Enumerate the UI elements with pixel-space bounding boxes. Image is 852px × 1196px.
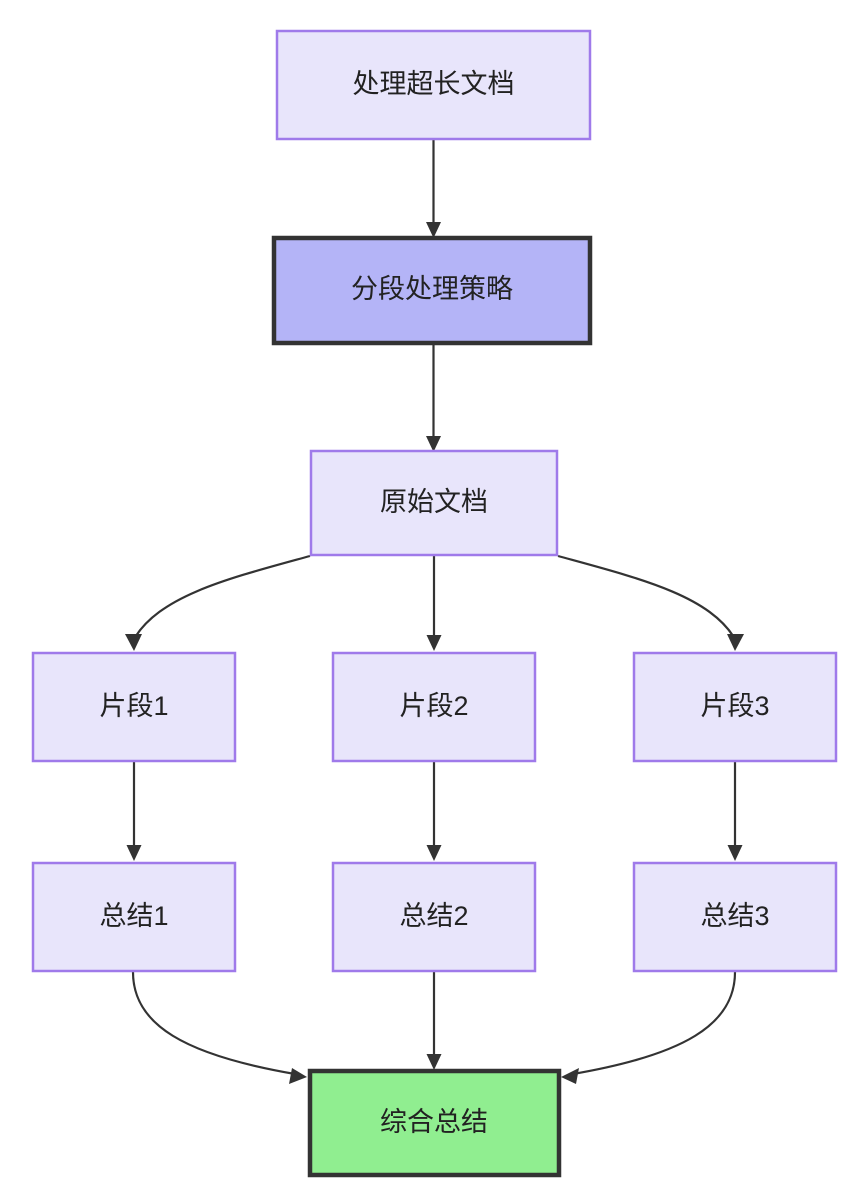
edge-source-to-fragment1 [125, 554, 311, 651]
node-box [275, 29, 592, 141]
node-fragment-1[interactable]: 片段1 [31, 651, 237, 763]
edge-fragment3-to-summary3 [727, 762, 743, 861]
node-box [271, 235, 593, 346]
node-box [307, 1068, 562, 1178]
edge-source-to-fragment2 [426, 556, 442, 651]
node-fragment-3[interactable]: 片段3 [632, 651, 838, 763]
node-summary-3[interactable]: 总结3 [632, 861, 838, 973]
edge-summary2-to-final [426, 972, 442, 1070]
node-box [31, 861, 237, 973]
node-final-summary[interactable]: 综合总结 [307, 1068, 562, 1178]
edge-fragment2-to-summary2 [426, 762, 442, 861]
node-fragment-2[interactable]: 片段2 [331, 651, 537, 763]
edge-strategy-to-source [426, 345, 441, 452]
node-box [31, 651, 237, 763]
node-summary-2[interactable]: 总结2 [331, 861, 537, 973]
edge-process-to-strategy [426, 140, 441, 238]
edge-source-to-fragment3 [557, 554, 744, 651]
node-box [309, 449, 559, 557]
edge-summary3-to-final [561, 971, 737, 1084]
edge-summary1-to-final [131, 971, 307, 1084]
node-box [331, 861, 537, 973]
node-box [331, 651, 537, 763]
edge-fragment1-to-summary1 [126, 762, 142, 861]
node-box [632, 651, 838, 763]
node-box [632, 861, 838, 973]
node-layer: 处理超长文档 分段处理策略 原始文档 片段1 片段2 片段3 [31, 29, 838, 1178]
edge-layer [125, 140, 744, 1084]
node-summary-1[interactable]: 总结1 [31, 861, 237, 973]
node-source-document[interactable]: 原始文档 [309, 449, 559, 557]
node-process-long-document[interactable]: 处理超长文档 [275, 29, 592, 141]
node-chunking-strategy[interactable]: 分段处理策略 [271, 235, 593, 346]
